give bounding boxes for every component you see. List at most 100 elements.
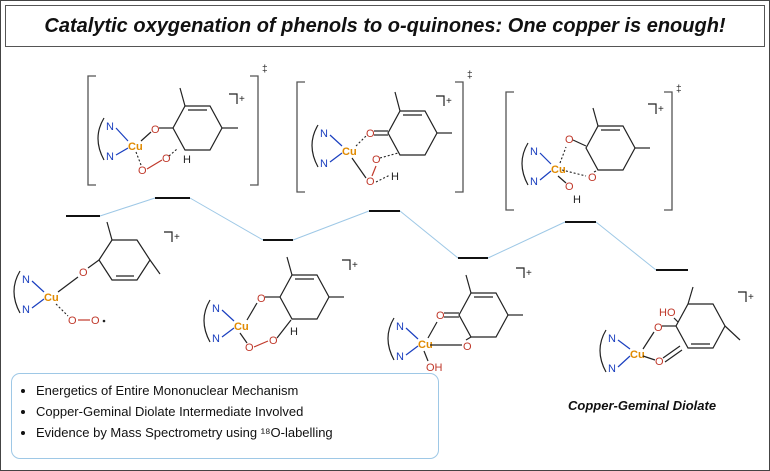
ts1-ligand-arc	[97, 117, 105, 161]
int2-atom-o2: O	[245, 342, 254, 354]
ts2-atom-n2: N	[320, 158, 328, 170]
int2-atom-h: H	[290, 326, 298, 338]
int4-charge: +	[748, 292, 754, 303]
int2-atom-n1: N	[212, 303, 220, 315]
ts2-methyl-1	[394, 91, 401, 112]
int2-bond-o3-c	[276, 319, 292, 339]
int2-atom-o1: O	[257, 293, 266, 305]
ts2-structure: ‡ + N N Cu O O O H	[296, 70, 473, 193]
summary-item-intermediate: Copper-Geminal Diolate Intermediate Invo…	[36, 401, 428, 422]
ts1-radical-mark	[229, 93, 238, 104]
ts1-right-bracket	[250, 75, 259, 186]
int3-atom-oh: OH	[426, 362, 443, 374]
int4-methyl-2	[724, 325, 741, 341]
int3-bond-n1-cu	[405, 327, 419, 340]
int4-atom-o2: O	[655, 356, 664, 368]
ts2-dash-o3-h	[375, 174, 391, 183]
int3-ligand-arc	[387, 317, 395, 361]
ts3-atom-o2: O	[588, 172, 597, 184]
energy-profile-connectors	[99, 197, 657, 271]
ts2-atom-cu: Cu	[342, 146, 357, 158]
int2-structure: + N N Cu O H O O	[203, 256, 358, 354]
ts3-ring	[585, 125, 636, 171]
int1-dash-cu-o2	[55, 303, 69, 317]
ts3-structure: ‡ + N N Cu O O O H	[505, 84, 682, 211]
ts2-atom-h: H	[391, 171, 399, 183]
int3-charge: +	[526, 268, 532, 279]
int1-atom-o2: O	[68, 315, 77, 327]
int3-bond-o2-c	[465, 336, 472, 341]
int2-bond-n2-cu	[221, 327, 235, 338]
ts3-bond-o2-c	[593, 170, 597, 173]
int3-atom-o2: O	[463, 341, 472, 353]
ts2-ligand-arc	[311, 124, 319, 168]
ts2-bond-n2-cu	[329, 152, 343, 163]
int1-bond-n2-cu	[31, 298, 45, 309]
int2-bond-cu-o2	[239, 332, 248, 344]
ts1-left-bracket	[87, 75, 96, 186]
connector-4	[399, 210, 459, 259]
int1-radical-dot	[102, 319, 106, 323]
ts2-dagger: ‡	[467, 70, 473, 81]
int3-bond-cu-o1	[427, 321, 438, 339]
int1-bond-n1-cu	[31, 280, 45, 293]
ts3-atom-n1: N	[530, 146, 538, 158]
int2-ligand-arc	[203, 299, 211, 343]
ts2-dash-o2-c	[379, 152, 399, 159]
ts1-atom-o2: O	[138, 165, 147, 177]
int4-bond-n2-cu	[617, 355, 631, 368]
ts3-dagger: ‡	[676, 84, 682, 95]
ts3-atom-n2: N	[530, 176, 538, 188]
int1-structure: + N N Cu O O O	[13, 221, 180, 327]
ts3-bond-n2-cu	[539, 170, 552, 181]
ts2-charge: +	[446, 96, 452, 107]
int2-atom-cu: Cu	[234, 321, 249, 333]
int4-atom-ho: HO	[659, 307, 676, 319]
int1-methyl-1	[106, 221, 113, 241]
ts1-atom-n1: N	[106, 121, 114, 133]
int4-bond-ho-c	[673, 317, 679, 323]
int2-bond-o2-o3	[253, 340, 269, 348]
summary-item-evidence: Evidence by Mass Spectrometry using ¹⁸O-…	[36, 422, 428, 443]
summary-box: Energetics of Entire Mononuclear Mechani…	[11, 373, 439, 459]
int1-ligand-arc	[13, 270, 21, 314]
ts2-dash-cu-o1	[355, 135, 367, 147]
ts2-atom-o2: O	[372, 154, 381, 166]
int2-methyl-1	[286, 256, 293, 276]
ts3-left-bracket	[505, 91, 514, 211]
ts2-radical-mark	[436, 95, 445, 106]
ts1-dagger: ‡	[262, 64, 268, 75]
int2-bond-cu-o1	[246, 302, 258, 321]
int4-bond-o2-c-a	[662, 345, 681, 359]
int3-atom-n1: N	[396, 321, 404, 333]
int3-methyl-1	[465, 274, 472, 294]
connector-6	[595, 221, 657, 271]
ts3-radical-mark	[648, 103, 657, 114]
int1-methyl-2	[149, 259, 161, 275]
ts2-atom-n1: N	[320, 128, 328, 140]
ts3-bond-n1-cu	[539, 152, 552, 165]
int1-ring	[98, 239, 151, 281]
int1-atom-o1: O	[79, 267, 88, 279]
ts1-bond-n1-cu	[115, 127, 129, 142]
int4-atom-cu: Cu	[630, 349, 645, 361]
connector-1	[99, 197, 156, 217]
ts1-bond-n2-cu	[115, 147, 129, 156]
int3-radical-mark	[516, 267, 525, 278]
int3-structure: + N N Cu O O OH	[387, 267, 532, 374]
ts3-atom-h: H	[573, 194, 581, 206]
final-species-label: Copper-Geminal Diolate	[568, 398, 717, 413]
ts3-bond-cu-o3	[557, 175, 567, 184]
int3-bond-cu-oh	[423, 350, 429, 362]
ts2-bond-cu-o3	[351, 157, 367, 179]
int3-atom-n2: N	[396, 351, 404, 363]
int1-atom-cu: Cu	[44, 292, 59, 304]
ts1-structure: ‡ + N N Cu O H O O	[87, 64, 268, 186]
ts1-atom-o1: O	[151, 124, 160, 136]
int4-bond-o2-c-b	[664, 349, 683, 363]
title-box: Catalytic oxygenation of phenols to o-qu…	[5, 5, 765, 47]
ts3-atom-cu: Cu	[551, 164, 566, 176]
int4-atom-o1: O	[654, 322, 663, 334]
int4-ligand-arc	[599, 329, 607, 373]
int1-bond-o1-c	[87, 259, 100, 269]
